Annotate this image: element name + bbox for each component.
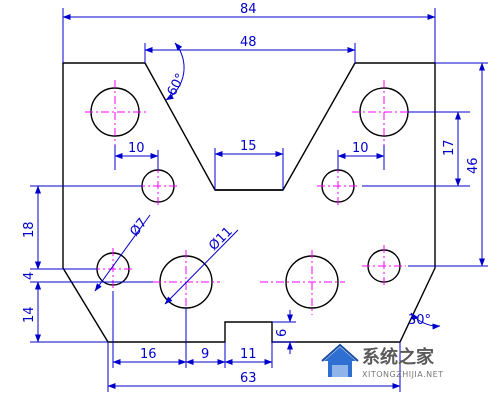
dim-left-hole-offset: 10 [128, 141, 145, 156]
dim-left-spacing-mid: 4 [22, 272, 37, 280]
dim-chamfer-angle: 30° [408, 313, 431, 328]
dim-bottom-2: 9 [201, 347, 209, 362]
watermark-url: XITONGZHIJIA.NET [362, 370, 444, 379]
dimension-lines [30, 8, 488, 392]
dim-right-hole-offset: 10 [352, 141, 369, 156]
dim-left-spacing-lower: 14 [22, 306, 37, 323]
dim-notch-angle: 60° [165, 71, 189, 98]
dimension-labels: 84 48 60° 15 10 10 17 46 18 4 14 Ø7 Ø11 … [22, 2, 481, 386]
dim-bottom-1: 16 [140, 347, 157, 362]
dim-left-spacing-upper: 18 [22, 221, 37, 238]
house-logo-icon [321, 343, 359, 377]
part-outline [62, 62, 436, 343]
dim-large-hole-diameter: Ø11 [206, 224, 236, 254]
holes [90, 87, 409, 309]
dim-bottom-width: 63 [240, 371, 257, 386]
watermark-title: 系统之家 [362, 346, 435, 368]
centerlines [85, 80, 416, 315]
dim-notch-bottom-width: 15 [240, 139, 257, 154]
dim-notch-top-width: 48 [240, 35, 257, 50]
dim-bottom-3: 11 [240, 347, 257, 362]
dim-slot-height: 6 [275, 329, 290, 337]
watermark: 系统之家 XITONGZHIJIA.NET [321, 343, 444, 379]
dim-right-upper-spacing: 17 [442, 139, 457, 156]
dim-overall-width: 84 [240, 2, 257, 17]
part-outline-shape [62, 62, 436, 343]
dim-right-total-height: 46 [466, 157, 481, 174]
